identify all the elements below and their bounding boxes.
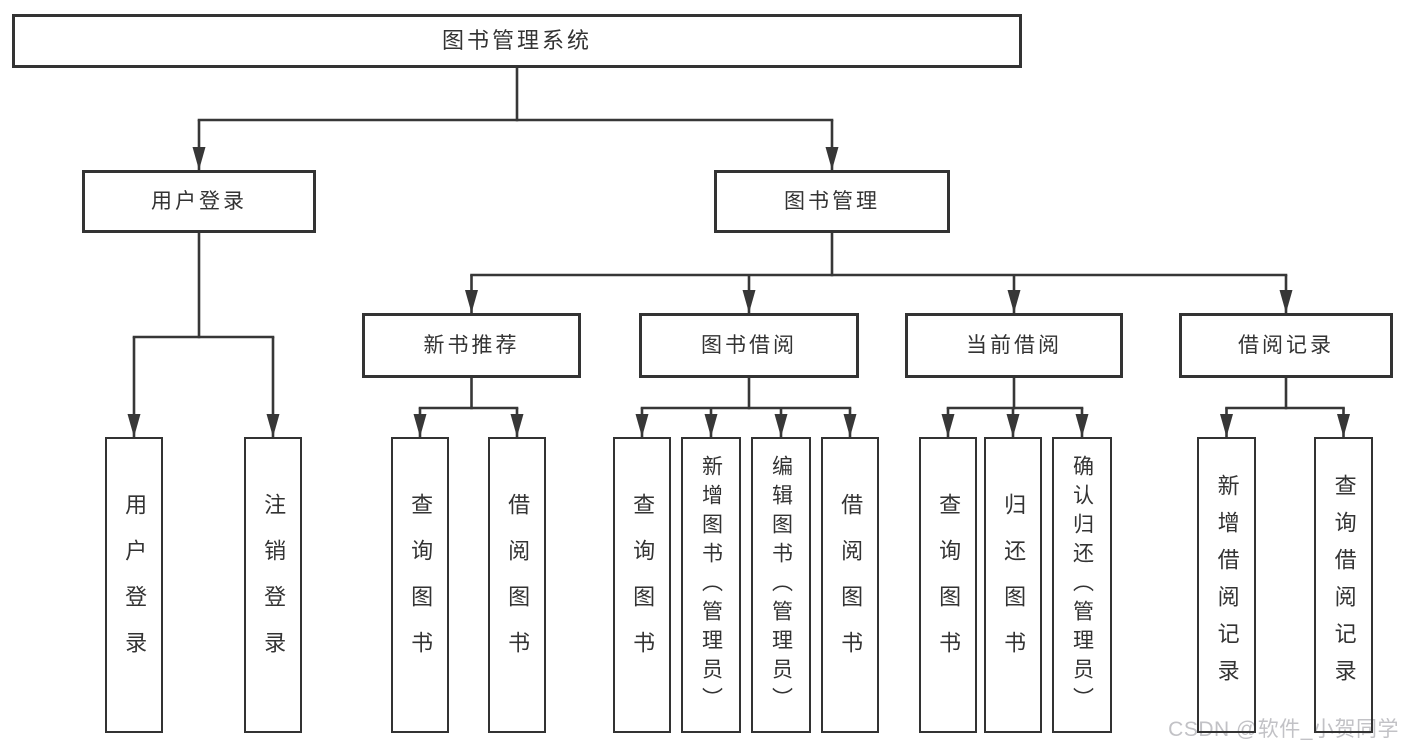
node-label: 图书借阅	[701, 333, 797, 357]
node-leaf-user-login: 用户登录	[105, 437, 163, 733]
node-label: 借阅图书	[838, 493, 864, 677]
node-label: 借阅图书	[505, 493, 531, 677]
node-label: 用户登录	[151, 189, 247, 213]
node-leaf-query-book-1: 查询图书	[391, 437, 449, 733]
node-current-borrow: 当前借阅	[905, 313, 1123, 378]
node-leaf-add-book: 新增图书（管理员）	[681, 437, 741, 733]
node-label: 当前借阅	[966, 333, 1062, 357]
node-leaf-edit-book: 编辑图书（管理员）	[751, 437, 811, 733]
node-label: 新增借阅记录	[1214, 474, 1240, 696]
node-borrow-records: 借阅记录	[1179, 313, 1393, 378]
node-root: 图书管理系统	[12, 14, 1022, 68]
node-label: 归还图书	[1001, 493, 1027, 677]
node-label: 查询借阅记录	[1331, 474, 1357, 696]
node-label: 用户登录	[122, 493, 148, 677]
node-label: 图书管理	[784, 189, 880, 213]
node-leaf-return-book: 归还图书	[984, 437, 1042, 733]
node-label: 新书推荐	[423, 333, 520, 357]
node-label: 图书管理系统	[441, 27, 592, 53]
node-book-borrow: 图书借阅	[639, 313, 859, 378]
node-leaf-confirm-return: 确认归还（管理员）	[1052, 437, 1112, 733]
node-label: 查询图书	[408, 493, 434, 677]
node-leaf-query-book-2: 查询图书	[613, 437, 671, 733]
node-label: 新增图书（管理员）	[699, 454, 723, 716]
node-leaf-add-record: 新增借阅记录	[1197, 437, 1256, 733]
node-leaf-logout: 注销登录	[244, 437, 302, 733]
node-user-login: 用户登录	[82, 170, 316, 233]
node-label: 查询图书	[630, 493, 656, 677]
node-leaf-borrow-book-1: 借阅图书	[488, 437, 546, 733]
node-label: 借阅记录	[1238, 333, 1334, 357]
node-label: 编辑图书（管理员）	[769, 454, 793, 716]
node-label: 确认归还（管理员）	[1070, 454, 1094, 716]
node-label: 注销登录	[261, 493, 287, 677]
node-book-mgmt: 图书管理	[714, 170, 950, 233]
node-new-books: 新书推荐	[362, 313, 581, 378]
node-leaf-query-book-3: 查询图书	[919, 437, 977, 733]
node-label: 查询图书	[936, 493, 962, 677]
node-leaf-query-record: 查询借阅记录	[1314, 437, 1373, 733]
node-leaf-borrow-book-2: 借阅图书	[821, 437, 879, 733]
